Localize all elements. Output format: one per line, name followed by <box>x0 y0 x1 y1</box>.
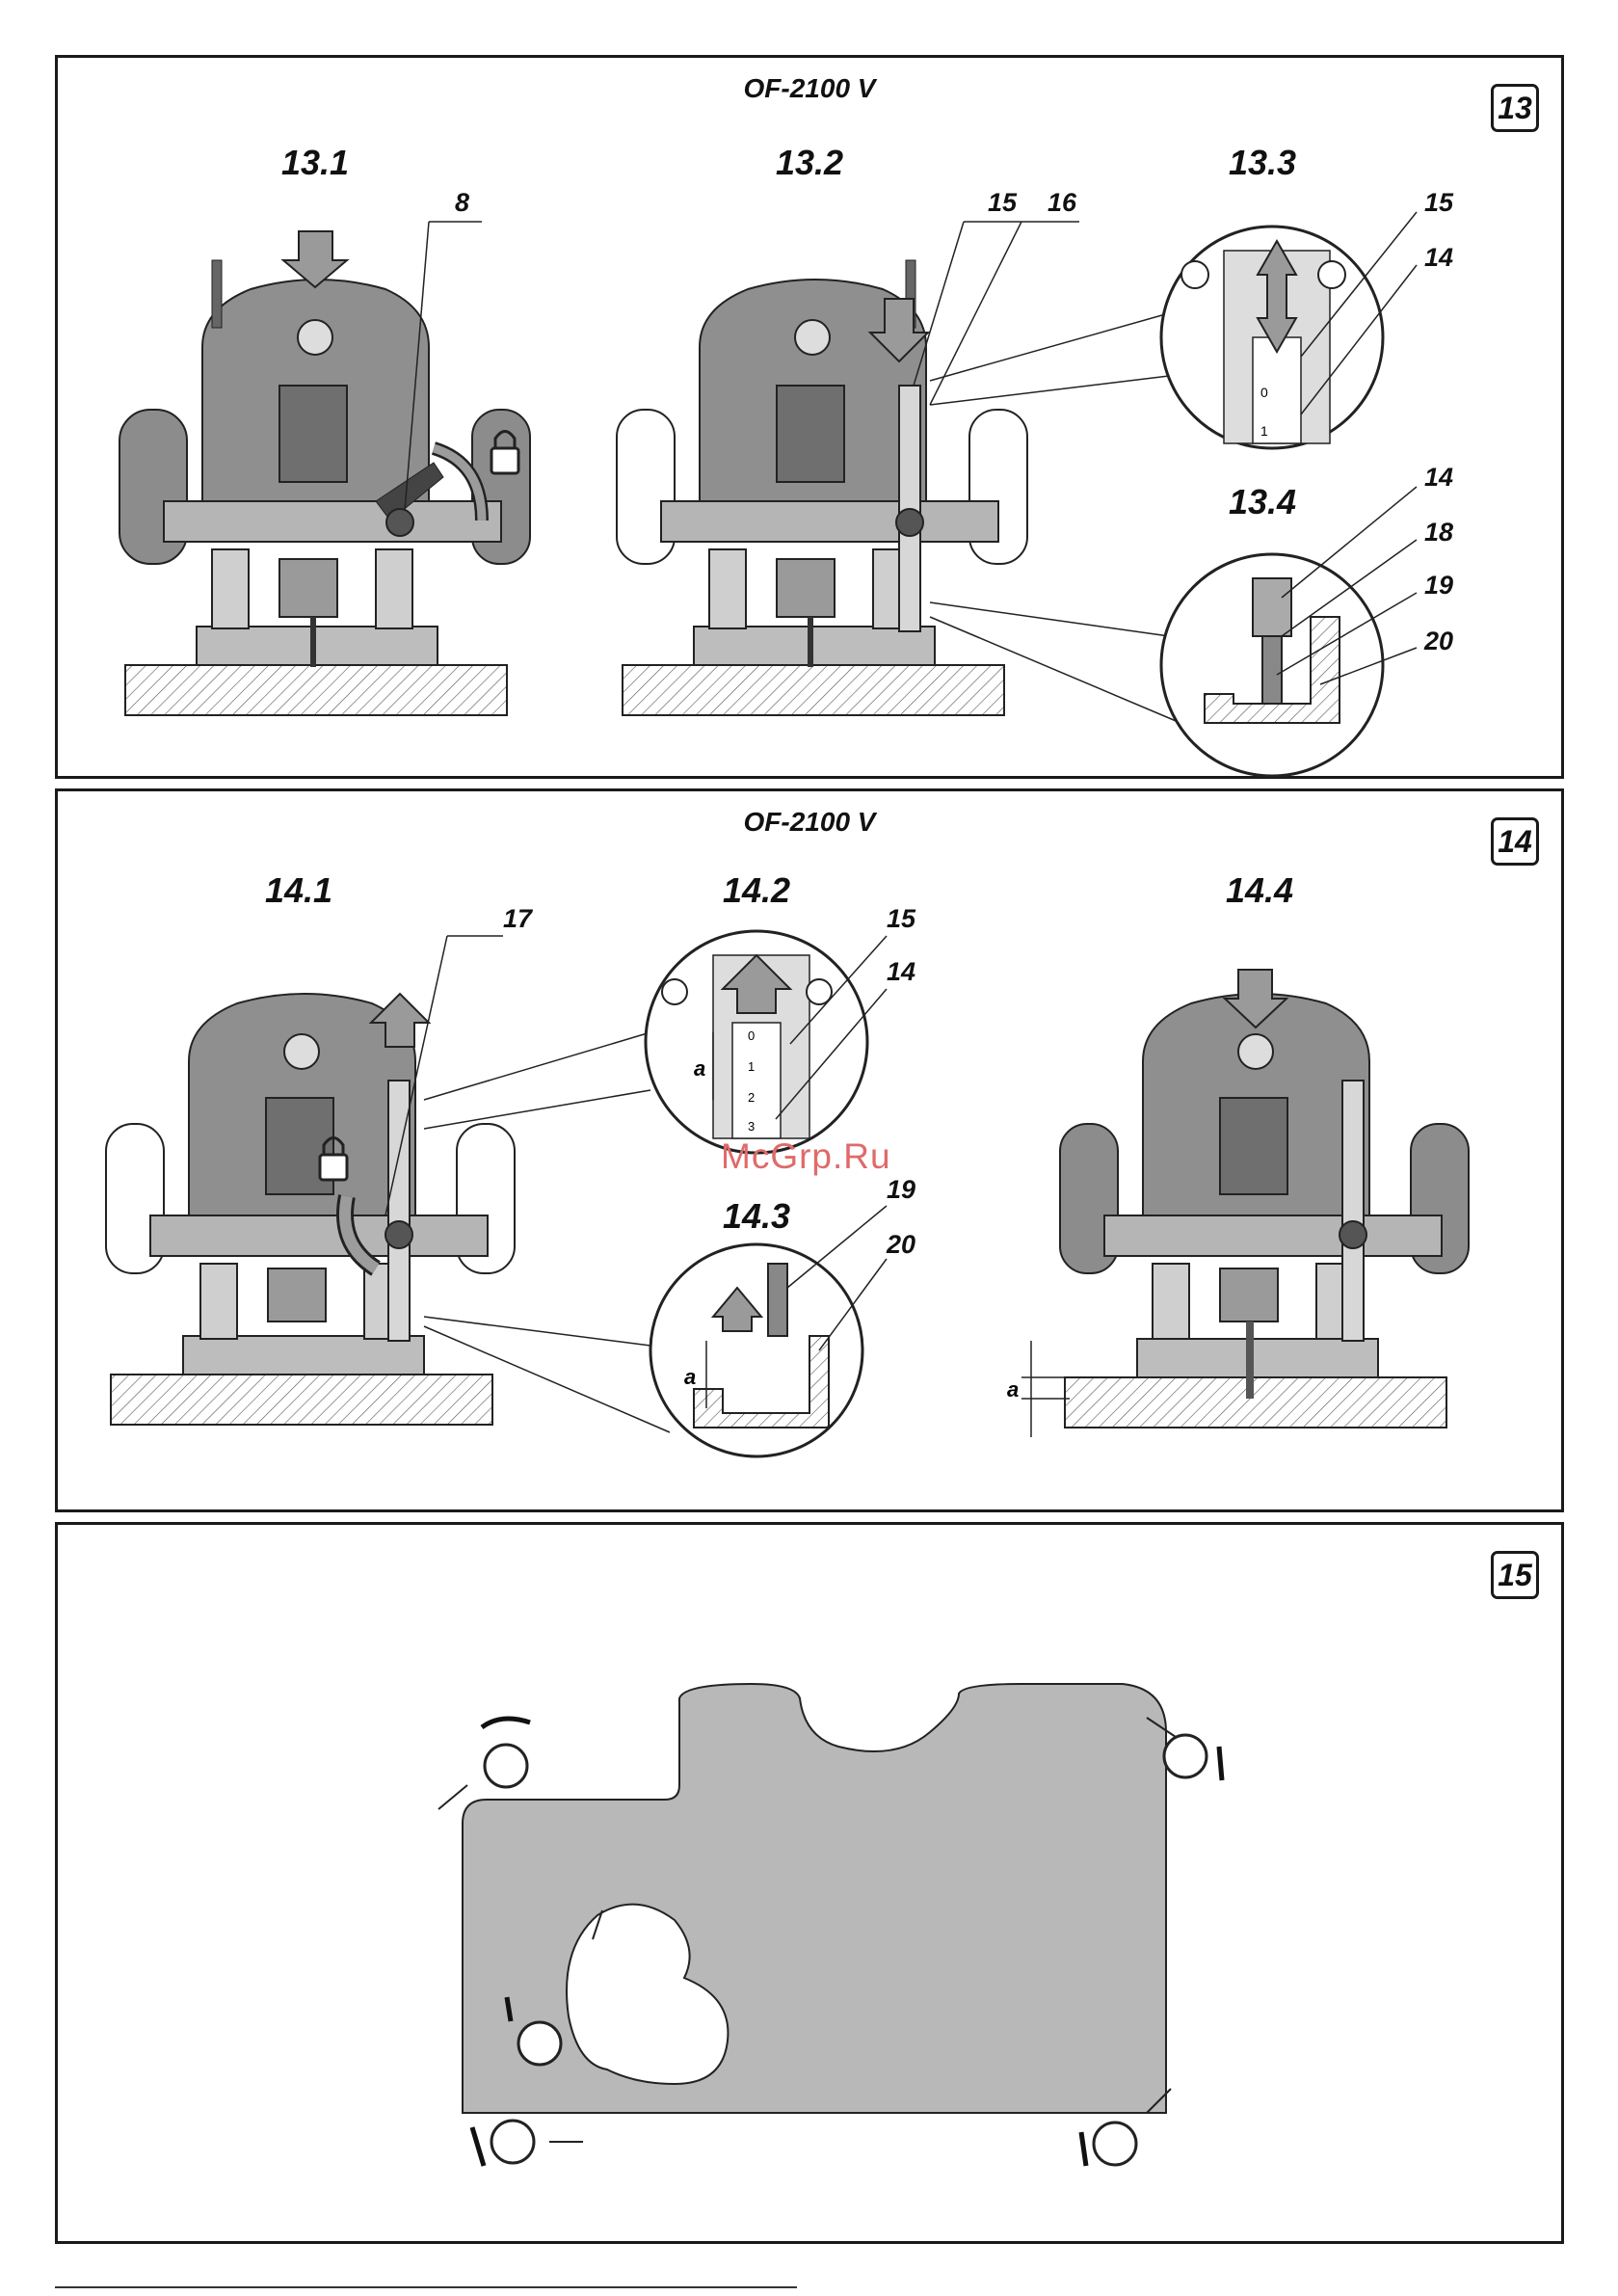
figure-panel-15: 15 <box>55 1522 1564 2244</box>
figure-panel-13: OF-2100 V 13 13.1 13.2 13.3 13.4 8 15 16… <box>55 55 1564 779</box>
panel15-drawings <box>58 1525 1567 2247</box>
tick-2: 2 <box>748 1090 755 1105</box>
workpiece-shape <box>463 1684 1166 2113</box>
zoom-13-3: 0 1 <box>1161 212 1417 448</box>
router-13-1 <box>119 222 530 715</box>
page-footer-line <box>55 2286 797 2288</box>
dim-a: a <box>694 1056 705 1081</box>
dim-a-2: a <box>684 1365 696 1389</box>
figure-panel-14: OF-2100 V 14 14.1 14.2 14.3 14.4 17 15 1… <box>55 788 1564 1512</box>
tick-0: 0 <box>748 1028 755 1043</box>
zoom-13-4 <box>1161 487 1417 776</box>
watermark: McGrp.Ru <box>721 1136 891 1177</box>
tick-1: 1 <box>748 1059 755 1074</box>
router-13-2 <box>617 222 1180 723</box>
scale-0: 0 <box>1260 385 1268 400</box>
router-14-1 <box>106 936 670 1432</box>
zoom-14-2: a 0 1 2 3 <box>646 931 887 1153</box>
dim-a-3: a <box>1007 1377 1019 1402</box>
scale-1: 1 <box>1260 423 1268 439</box>
router-14-4: a <box>1007 970 1469 1437</box>
panel13-drawings: 0 1 <box>58 58 1567 782</box>
tick-3: 3 <box>748 1119 755 1134</box>
zoom-14-3: a <box>650 1206 887 1456</box>
